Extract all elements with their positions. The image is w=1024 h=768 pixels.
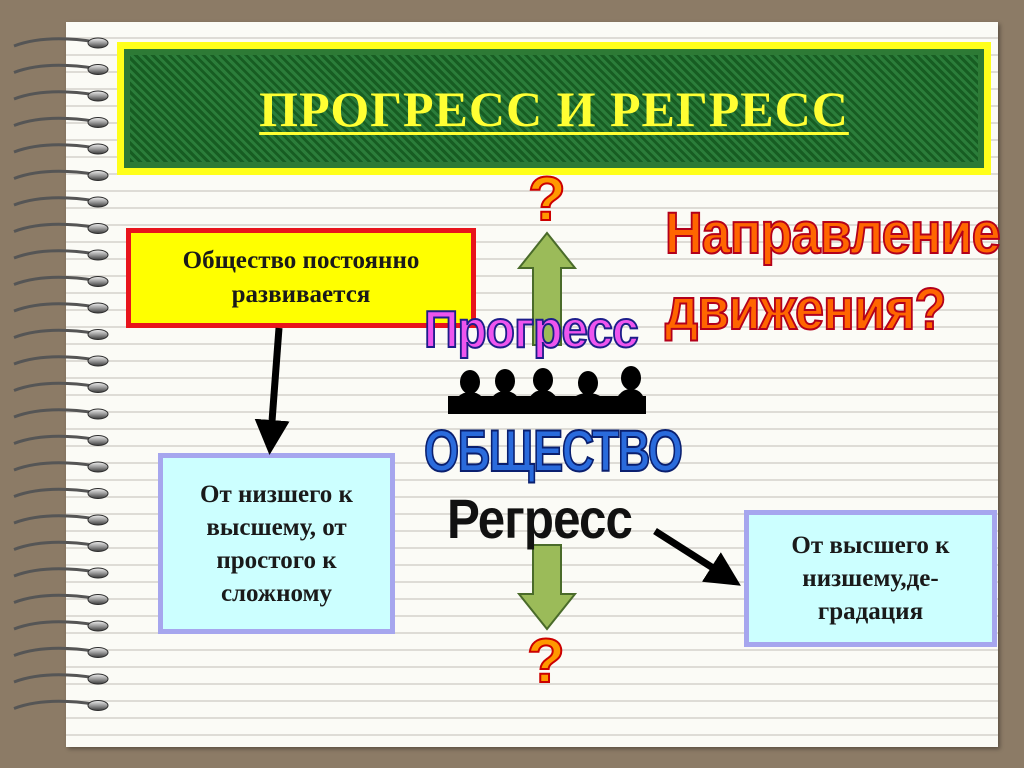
spiral-coil-back [13,37,97,48]
high-to-low-line-3: градация [817,598,924,625]
spiral-coil-ring [87,541,109,552]
spiral-coil-back [13,328,97,339]
spiral-coil-back [13,222,97,233]
spiral-coil-back [13,381,97,392]
spiral-coil-back [13,620,97,631]
spiral-coil-ring [87,673,109,685]
high-to-low-box: От высшего к низшему,де- градация [744,510,997,647]
spiral-coil-ring [87,514,109,526]
spiral-coil-back [13,514,97,525]
spiral-coil-ring [87,143,109,155]
spiral-coil-ring [87,329,109,340]
spiral-coil-back [13,487,97,498]
spiral-coil-ring [87,64,109,75]
spiral-coil-ring [87,355,109,367]
spiral-coil-ring [87,382,109,393]
spiral-coil-ring [87,620,109,632]
spiral-coil-back [13,699,97,710]
spiral-coil-back [13,169,97,180]
spiral-coil-back [13,646,97,657]
spiral-coil-ring [87,90,109,102]
title-pattern: ПРОГРЕСС И РЕГРЕСС [130,55,978,162]
title-banner: ПРОГРЕСС И РЕГРЕСС [117,42,991,175]
spiral-coil-back [13,408,97,419]
spiral-coil-ring [87,302,109,314]
spiral-coil-back [13,673,97,684]
spiral-coil-ring [87,647,109,658]
regress-label: Регресс [447,487,633,550]
spiral-coil-ring [87,700,109,711]
page-title: ПРОГРЕСС И РЕГРЕСС [259,80,849,137]
spiral-coil-ring [87,408,109,420]
question-mark-bottom: ? [526,627,566,696]
spiral-binding-icon [13,37,109,711]
society-develops-box: Общество постоянно развивается [126,228,476,328]
spiral-coil-back [13,593,97,604]
spiral-coil-back [13,355,97,366]
low-to-high-line-1: От низшего к [200,480,353,508]
spiral-coil-back [13,249,97,260]
spiral-coil-back [13,275,97,286]
arrow-to-low-box [254,327,290,455]
low-to-high-line-4: сложному [220,579,333,607]
direction-line-2: движения? [664,276,947,343]
spiral-coil-back [13,540,97,551]
spiral-coil-ring [87,435,109,446]
up-arrow-icon [516,231,578,346]
spiral-coil-ring [87,117,109,128]
people-silhouettes-icon [448,366,646,414]
spiral-coil-back [13,196,97,207]
spiral-coil-ring [87,249,109,261]
spiral-coil-ring [87,170,109,181]
high-to-low-line-1: От высшего к [791,532,950,559]
spiral-coil-back [13,143,97,154]
spiral-coil-ring [87,196,109,208]
down-arrow-icon [516,544,578,631]
society-develops-line-1: Общество постоянно [182,247,420,274]
direction-label: Направление движения? [664,196,1002,348]
progress-label: Прогресс [423,300,640,360]
spiral-coil-ring [87,567,109,579]
low-to-high-box: От низшего к высшему, от простого к слож… [158,453,395,634]
spiral-coil-back [13,90,97,101]
spiral-coil-ring [87,594,109,605]
spiral-coil-ring [87,223,109,234]
spiral-coil-back [13,461,97,472]
high-to-low-line-2: низшему,де- [802,565,939,592]
direction-line-1: Направление [664,200,1002,267]
society-label: ОБЩЕСТВО [423,418,684,485]
arrow-to-high-box [653,528,741,586]
low-to-high-line-3: простого к [216,546,337,574]
spiral-coil-back [13,63,97,74]
society-develops-line-2: развивается [231,281,371,308]
spiral-coil-ring [87,37,109,49]
spiral-coil-ring [87,276,109,287]
spiral-coil-ring [87,488,109,499]
low-to-high-line-2: высшему, от [206,513,347,541]
spiral-coil-back [13,434,97,445]
question-mark-top: ? [527,165,567,234]
spiral-coil-back [13,116,97,127]
spiral-coil-back [13,567,97,578]
spiral-coil-ring [87,461,109,473]
spiral-coil-back [13,302,97,313]
